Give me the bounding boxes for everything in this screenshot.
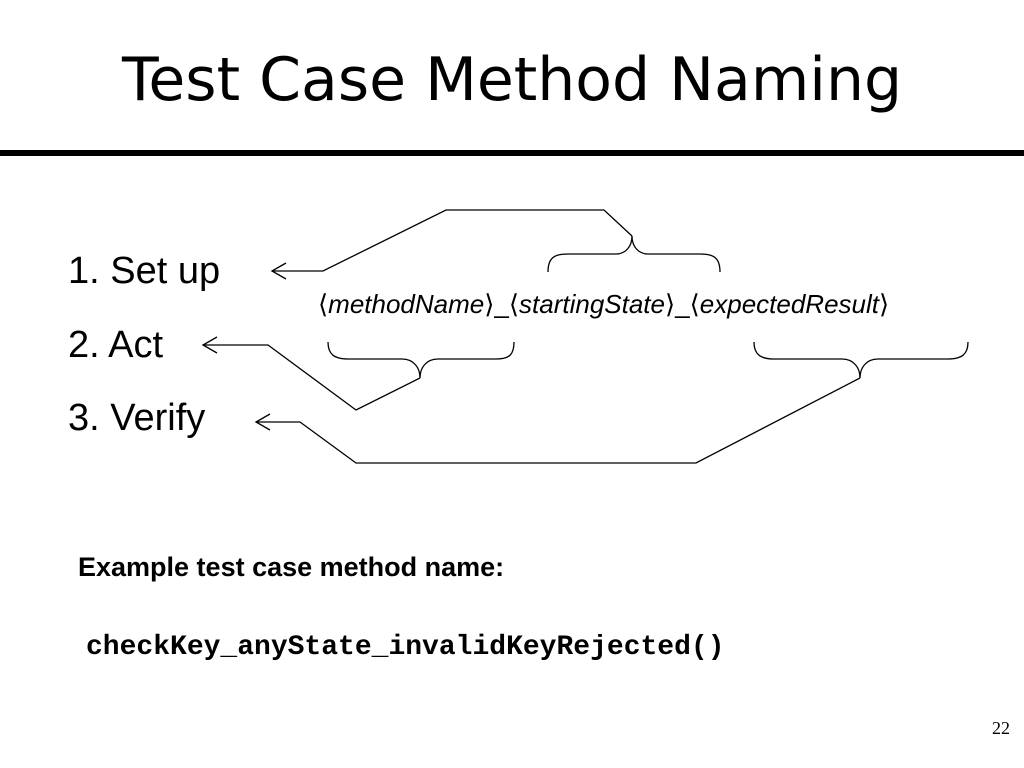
separator: _: [494, 289, 509, 319]
step-verify: 3. Verify: [68, 397, 206, 439]
open-bracket: ⟨: [318, 289, 329, 319]
open-bracket: ⟨: [689, 289, 700, 319]
naming-pattern: ⟨methodName⟩_⟨startingState⟩_⟨expectedRe…: [318, 287, 988, 321]
step-act: 2. Act: [68, 324, 164, 366]
pattern-method-name: methodName: [328, 289, 485, 319]
brace-expected-result: [753, 341, 969, 379]
step-set-up: 1. Set up: [68, 250, 221, 292]
title-divider: [0, 150, 1024, 156]
pattern-expected-result: expectedResult: [699, 289, 880, 319]
connector-act: [203, 344, 421, 411]
connector-verify: [256, 377, 861, 464]
example-label: Example test case method name:: [78, 552, 505, 582]
pattern-starting-state: startingState: [519, 289, 665, 319]
open-bracket: ⟨: [508, 289, 520, 319]
example-method-name: checkKey_anyState_invalidKeyRejected(): [86, 632, 725, 663]
connector-setup: [272, 209, 633, 272]
close-bracket: ⟩: [665, 289, 676, 319]
brace-starting-state: [547, 235, 721, 273]
arrowhead-act: [201, 336, 218, 354]
separator: _: [675, 289, 690, 319]
slide-title: Test Case Method Naming: [121, 45, 903, 115]
brace-method-name: [327, 341, 515, 379]
close-bracket: ⟩: [879, 289, 890, 319]
close-bracket: ⟩: [484, 289, 495, 319]
arrowhead-verify: [254, 413, 271, 431]
arrowhead-setup: [270, 262, 287, 280]
page-number: 22: [992, 718, 1010, 738]
